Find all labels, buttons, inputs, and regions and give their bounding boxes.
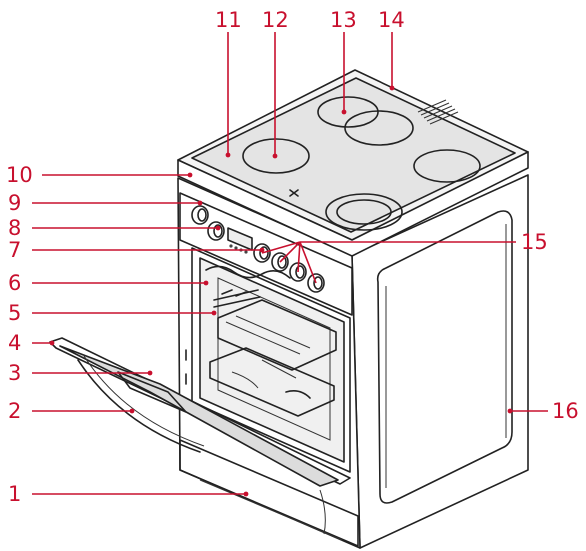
baking-tray [209, 347, 335, 417]
heating-element [205, 265, 291, 279]
storage-drawer [179, 439, 359, 547]
ceramic-glass-surface [191, 77, 516, 233]
callout-6: 6 [8, 271, 21, 295]
cooking-zone-front-right [413, 149, 481, 183]
callout-8: 8 [8, 216, 21, 240]
hob-knobs [253, 243, 325, 293]
cooking-zone-front-inner [336, 199, 392, 225]
cooking-zone-rear-right-outer [317, 96, 379, 128]
door-inner-window [117, 371, 187, 413]
knob-8 [207, 221, 225, 241]
shelf-rails [213, 289, 261, 308]
door-glass [59, 345, 339, 487]
door-handle [77, 359, 201, 453]
leader-lines [32, 32, 548, 495]
callout-16: 16 [552, 399, 579, 423]
wire-rack [217, 299, 337, 371]
callout-4: 4 [8, 331, 21, 355]
callout-2: 2 [8, 399, 21, 423]
cooking-zone-rear-right-inner [344, 110, 414, 146]
callout-1: 1 [8, 482, 21, 506]
callout-14: 14 [378, 8, 405, 32]
hob-frame-edge [177, 151, 529, 257]
hob-center-mark [289, 189, 299, 197]
callout-10: 10 [6, 163, 33, 187]
callout-13: 13 [330, 8, 357, 32]
vent-grille [417, 99, 459, 125]
cavity-back [217, 277, 331, 441]
knob-9 [191, 205, 209, 225]
cooking-zone-front-outer [325, 193, 403, 231]
callout-5: 5 [8, 301, 21, 325]
side-panel-inset [376, 210, 513, 504]
callout-9: 9 [8, 191, 21, 215]
leader-dots [49, 85, 513, 497]
callout-12: 12 [262, 8, 289, 32]
cooking-zone-rear-left [242, 138, 310, 174]
callout-15: 15 [521, 230, 548, 254]
callout-11: 11 [215, 8, 242, 32]
callout-labels: 1 2 3 4 5 6 7 8 9 10 11 12 13 14 15 16 [6, 8, 579, 506]
callout-3: 3 [8, 361, 21, 385]
callout-7: 7 [8, 238, 21, 262]
